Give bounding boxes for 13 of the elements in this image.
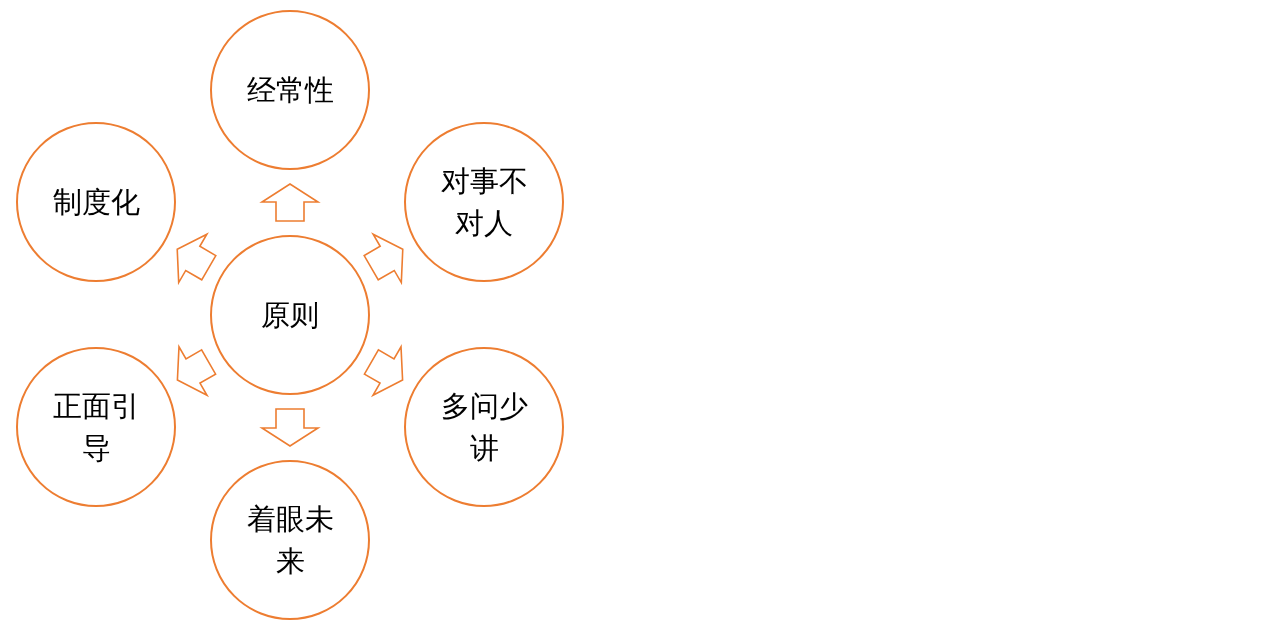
node-label: 正面引导 — [51, 387, 141, 467]
block-arrow — [176, 344, 217, 398]
block-arrow — [176, 232, 217, 286]
block-arrow — [259, 183, 321, 222]
block-arrow — [363, 344, 404, 398]
node-label: 对事不对人 — [439, 162, 529, 242]
node-label: 制度化 — [51, 183, 141, 221]
node-label: 着眼未来 — [245, 500, 335, 580]
node-label: 经常性 — [245, 71, 335, 109]
node-label: 多问少讲 — [439, 387, 529, 467]
block-arrow — [363, 232, 404, 286]
node-label: 原则 — [260, 296, 320, 334]
block-arrow — [259, 408, 321, 447]
